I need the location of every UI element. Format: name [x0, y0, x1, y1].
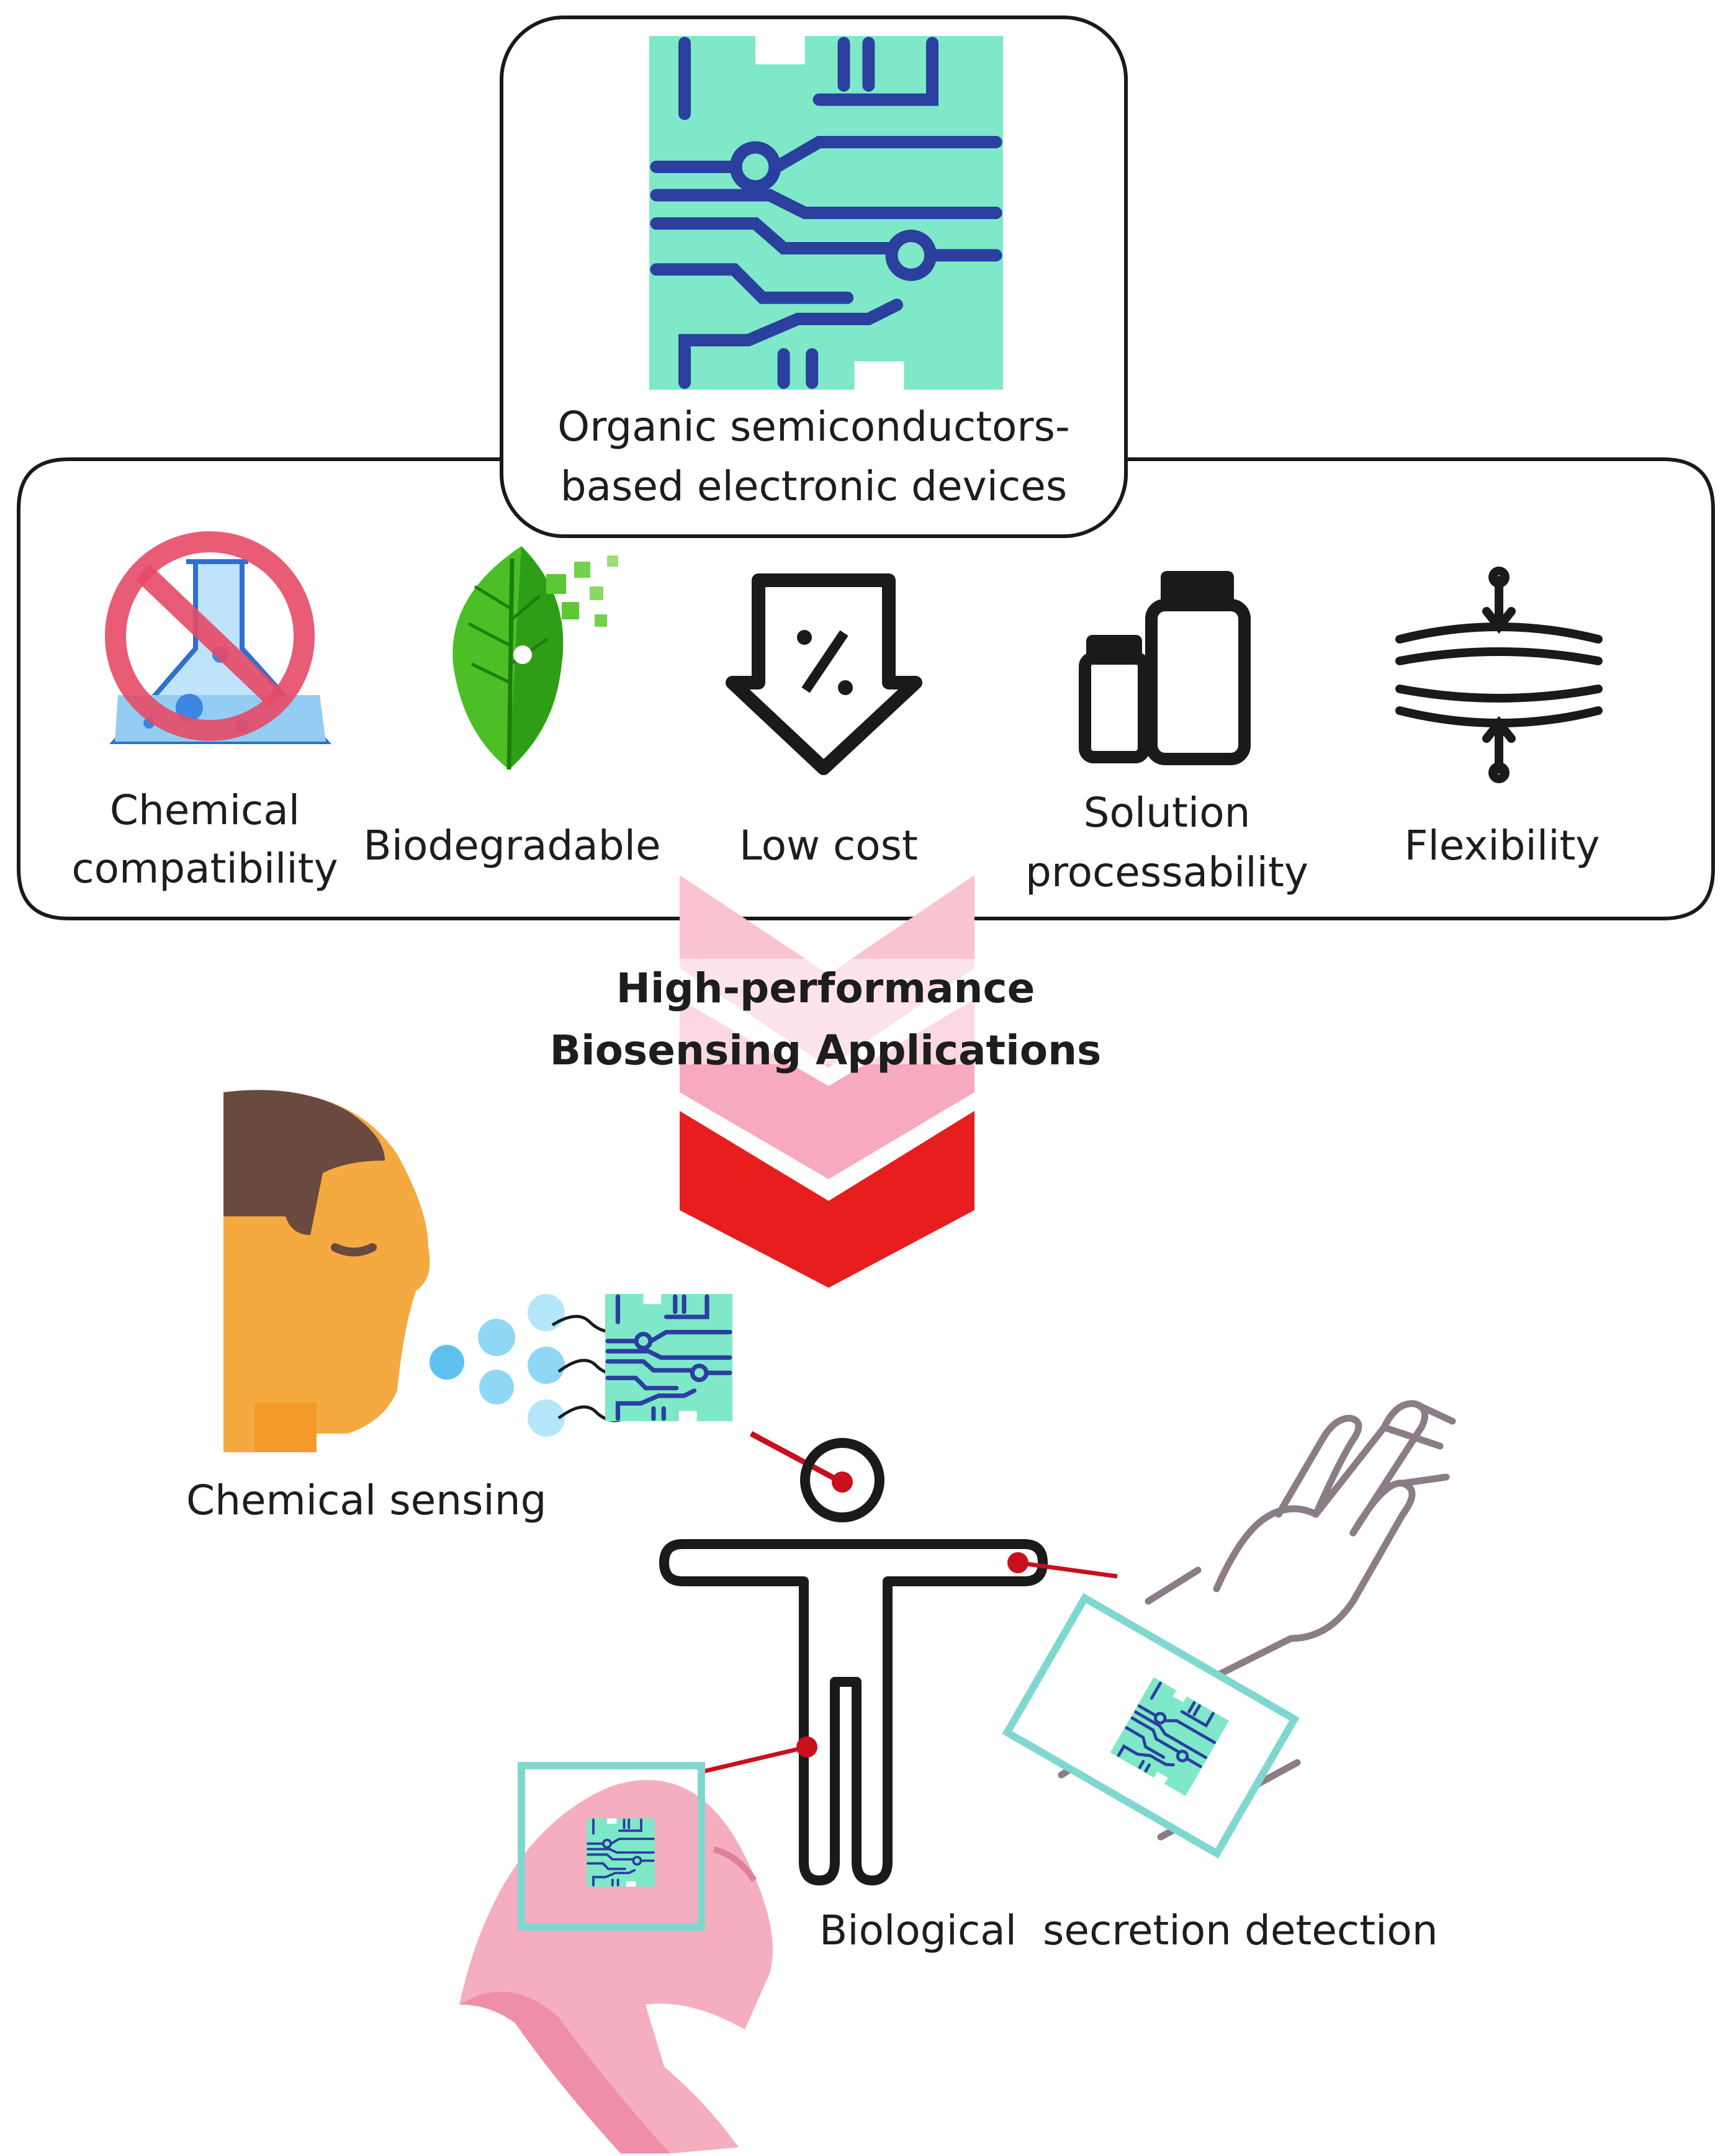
property-label-low-cost: Low cost [739, 822, 918, 869]
label-biological-detection: Biological secretion detection [819, 1907, 1438, 1954]
sensor-chip-icon [605, 1294, 732, 1421]
property-label-biodegradable: Biodegradable [363, 822, 661, 869]
human-figure-icon [659, 1438, 1048, 1885]
center-title-line2: Biosensing Applications [549, 1026, 1102, 1074]
arrow-chevron-red [680, 1111, 974, 1288]
wrist-sensor-patch [1002, 1592, 1300, 1859]
bottles-icon [1079, 571, 1251, 765]
title-line1: Organic semiconductors- [557, 403, 1070, 451]
title-line2: based electronic devices [560, 462, 1068, 510]
wrist-connector [1017, 1560, 1118, 1579]
breath-particles [430, 1294, 565, 1437]
property-label-solution-2: processability [1025, 848, 1308, 896]
leaf-pixel-icon [452, 546, 618, 770]
price-tag-percent-icon [726, 573, 922, 775]
label-chemical-sensing: Chemical sensing [186, 1476, 547, 1524]
flex-compression-icon [1395, 567, 1603, 783]
face-profile-icon [223, 1090, 430, 1452]
property-label-flexibility: Flexibility [1404, 822, 1600, 869]
head-marker [832, 1471, 853, 1493]
property-label-solution-1: Solution [1083, 789, 1251, 837]
flask-prohibited-icon [105, 531, 331, 744]
leg-sensor-patch [518, 1762, 705, 1931]
connector-line [749, 1431, 840, 1483]
circuit-chip-icon [649, 36, 1003, 390]
property-label-chemical-2: compatibility [71, 845, 338, 892]
properties-panel [17, 457, 1715, 920]
leg-skin-icon [459, 1780, 773, 2154]
center-title-line1: High-performance [616, 964, 1035, 1012]
leg-connector [701, 1745, 808, 1774]
property-label-chemical-1: Chemical [109, 786, 300, 834]
